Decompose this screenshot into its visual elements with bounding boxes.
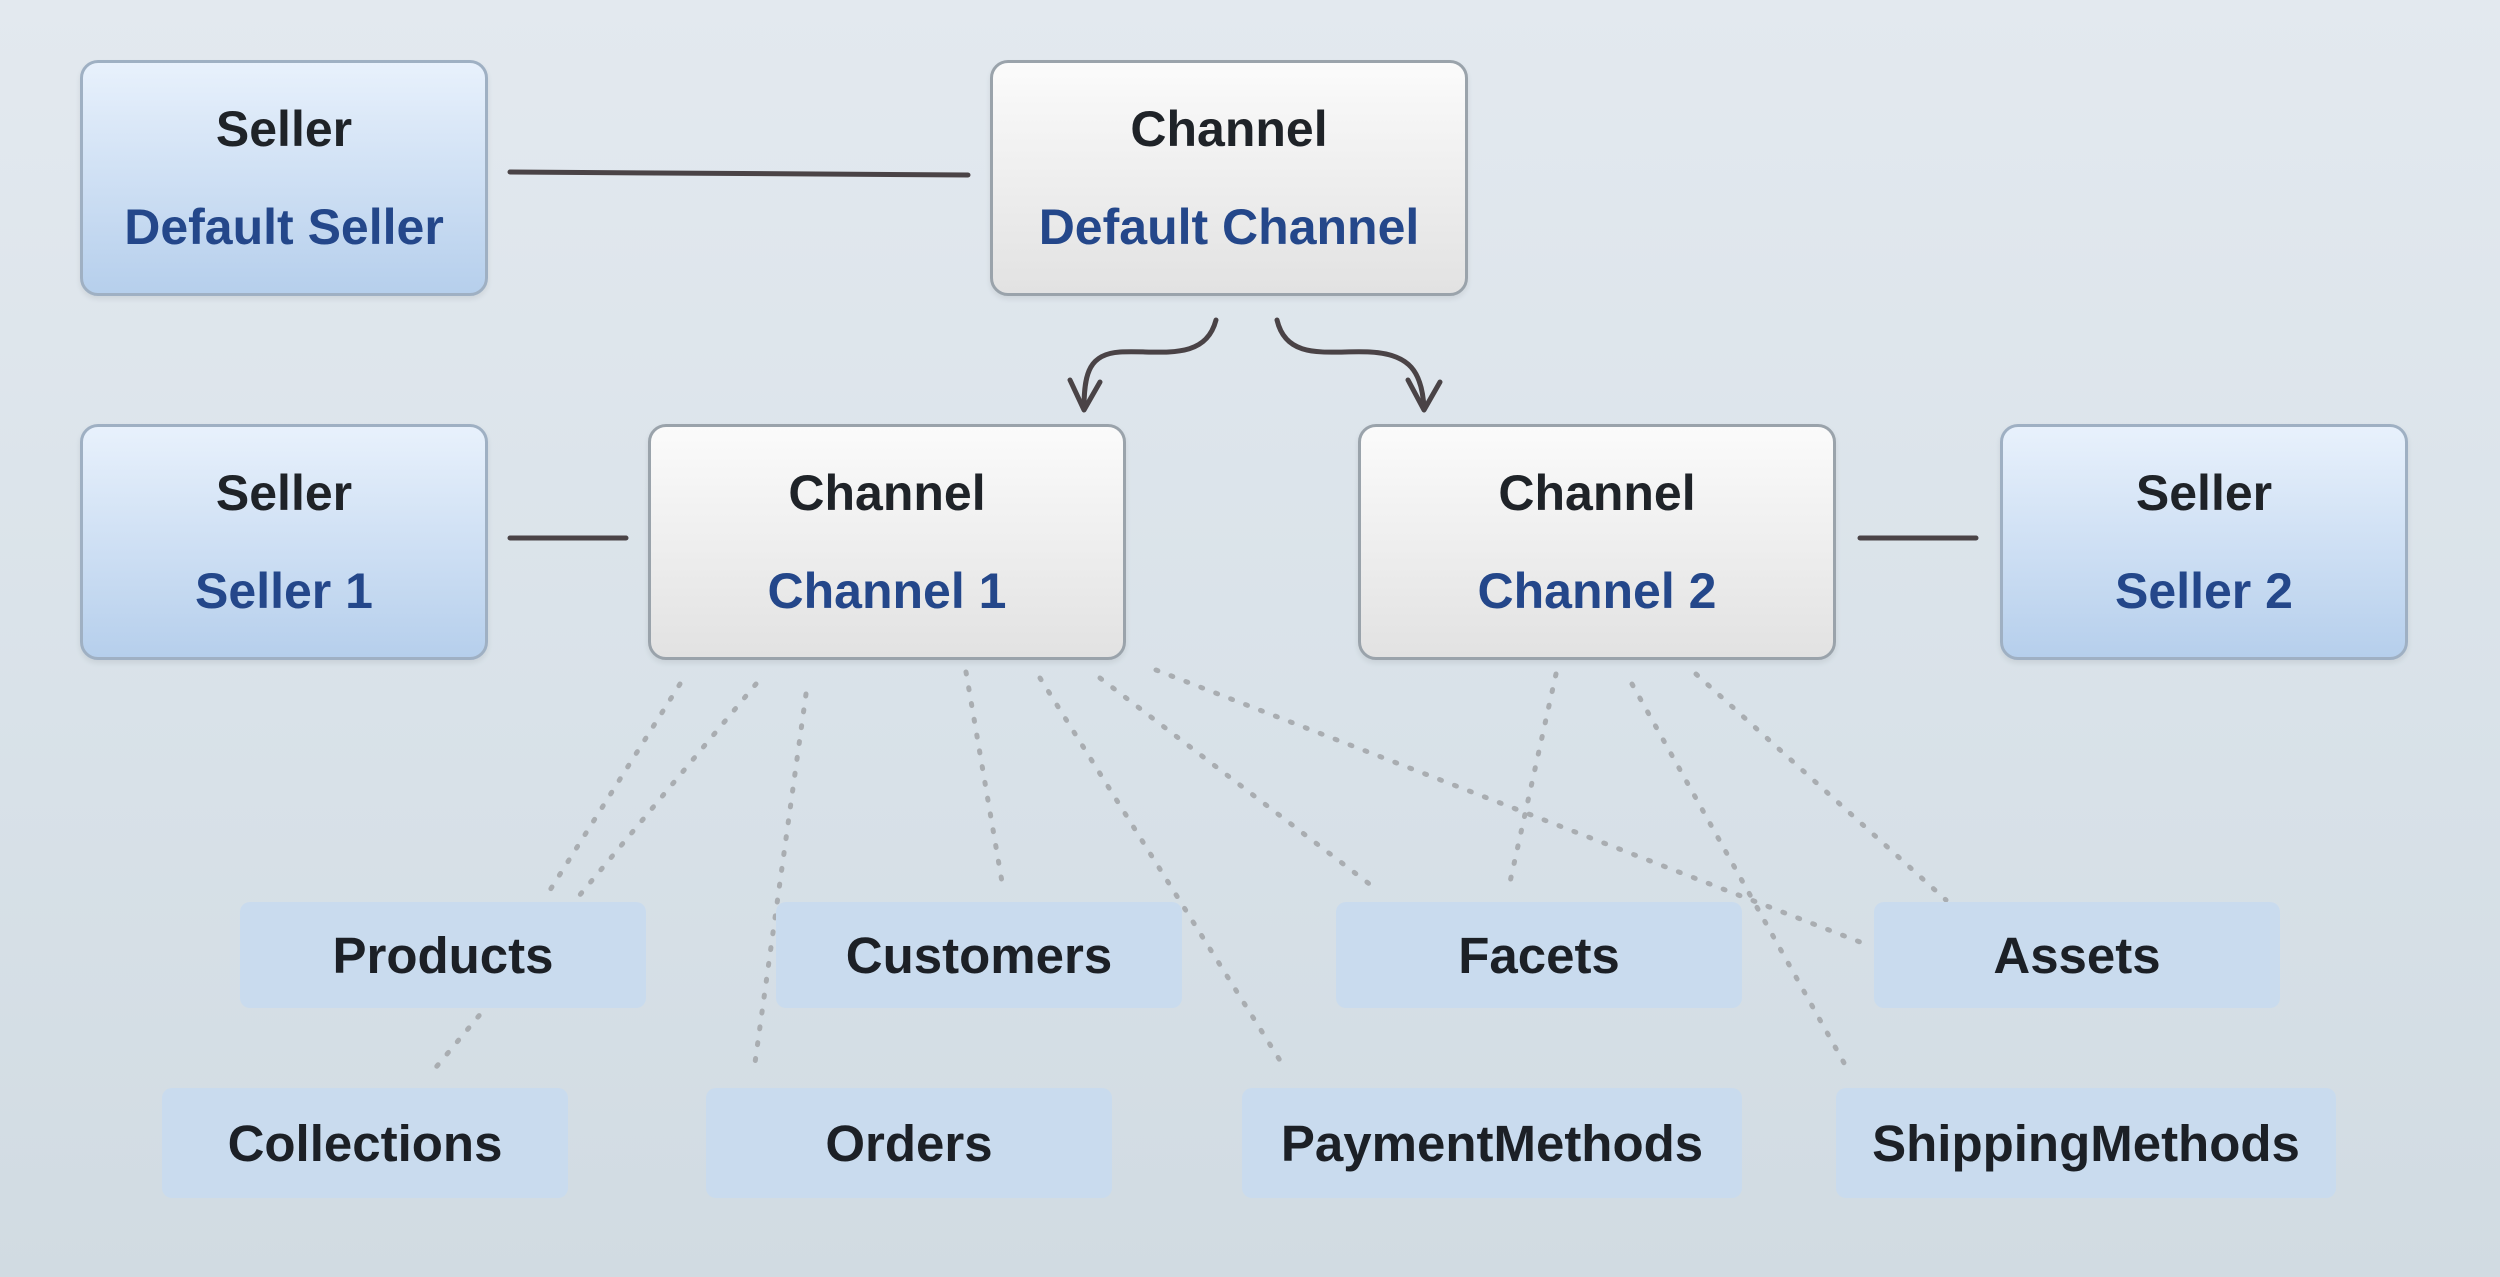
resource-orders: Orders: [706, 1088, 1112, 1198]
seller-2-box: Seller Seller 2: [2000, 424, 2408, 660]
resource-assets: Assets: [1874, 902, 2280, 1008]
resource-paymentmethods: PaymentMethods: [1242, 1088, 1742, 1198]
default-channel-box: Channel Default Channel: [990, 60, 1468, 296]
resource-customers: Customers: [776, 902, 1182, 1008]
seller-1-type: Seller: [215, 465, 353, 521]
resource-products: Products: [240, 902, 646, 1008]
link-default-seller-channel: [507, 169, 971, 178]
channel-1-box: Channel Channel 1: [648, 424, 1126, 660]
seller-2-name: Seller 2: [2115, 563, 2293, 619]
arrow-to-channel-2: [1274, 317, 1427, 411]
dotted-link-channel1-collections: [429, 681, 759, 1075]
default-channel-type: Channel: [1130, 101, 1328, 157]
seller-2-type: Seller: [2135, 465, 2273, 521]
channel-2-type: Channel: [1498, 465, 1696, 521]
arrow-to-channel-1: [1081, 317, 1219, 411]
arrow-to-channel-2-head: [1405, 377, 1443, 413]
dotted-link-channel2-facets: [1507, 671, 1559, 885]
channel-1-name: Channel 1: [767, 563, 1007, 619]
channel-2-box: Channel Channel 2: [1358, 424, 1836, 660]
channel-1-type: Channel: [788, 465, 986, 521]
default-seller-type: Seller: [215, 101, 353, 157]
dotted-link-channel1-facets: [1097, 675, 1375, 889]
channel-2-name: Channel 2: [1477, 563, 1717, 619]
dotted-link-channel1-products: [542, 681, 683, 901]
resource-facets: Facets: [1336, 902, 1742, 1008]
dotted-link-channel1-paymentmethods: [1037, 675, 1289, 1073]
default-seller-box: Seller Default Seller: [80, 60, 488, 296]
default-channel-name: Default Channel: [1038, 199, 1420, 255]
default-seller-name: Default Seller: [124, 199, 444, 255]
dotted-link-channel1-orders: [751, 691, 809, 1073]
seller-1-box: Seller Seller 1: [80, 424, 488, 660]
dotted-link-channel1-assets: [1153, 667, 1863, 945]
resource-shippingmethods: ShippingMethods: [1836, 1088, 2336, 1198]
arrow-to-channel-1-head: [1067, 377, 1103, 413]
resource-collections: Collections: [162, 1088, 568, 1198]
seller-1-name: Seller 1: [195, 563, 373, 619]
dotted-link-channel1-customers: [963, 669, 1005, 885]
dotted-link-channel2-shippingmethods: [1629, 681, 1851, 1073]
